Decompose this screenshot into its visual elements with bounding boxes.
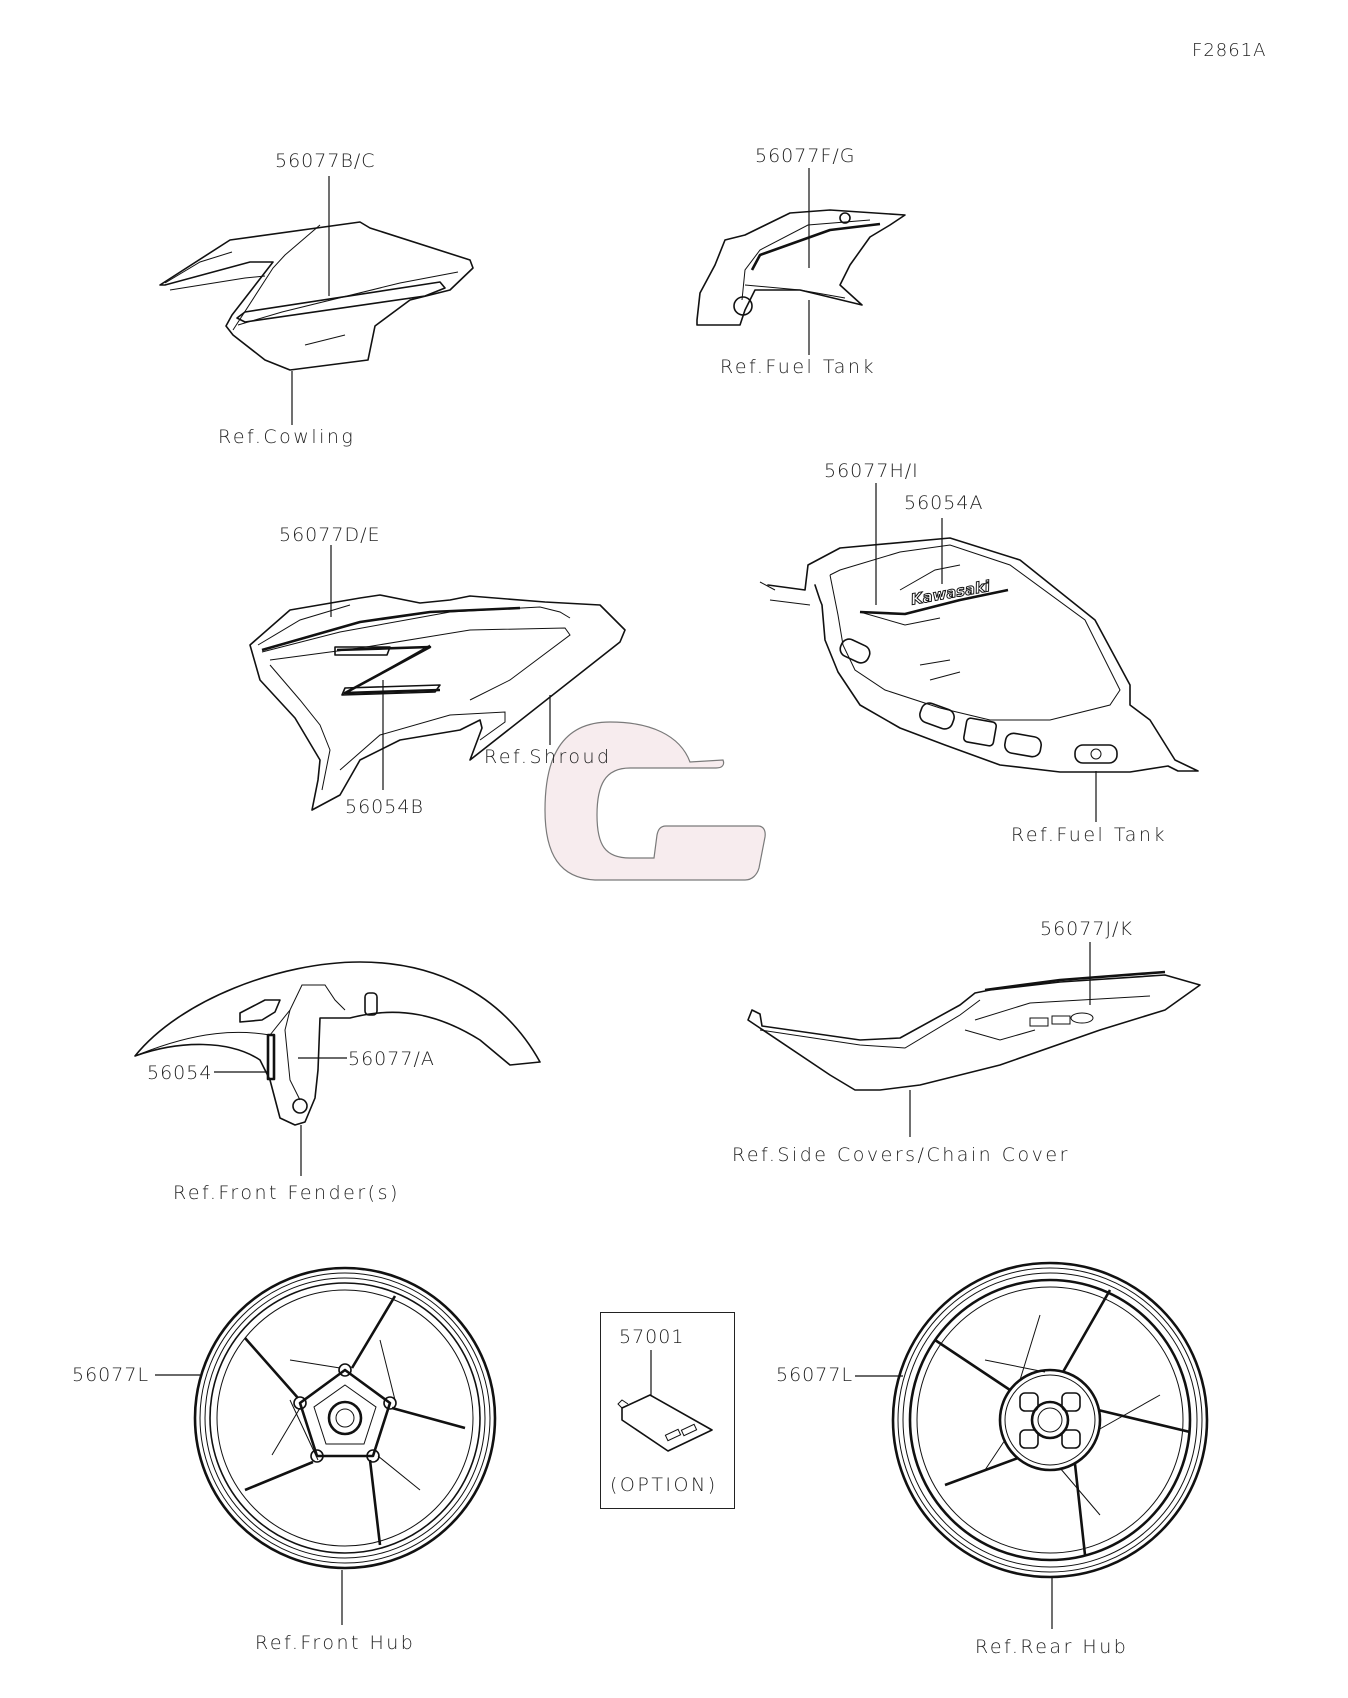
option-box <box>600 1312 735 1509</box>
watermark-g-logo <box>544 721 766 881</box>
fuel-tank-cover-drawing <box>696 209 906 326</box>
option-label: (OPTION) <box>610 1474 718 1496</box>
part-label-56054b[interactable]: 56054B <box>345 796 424 818</box>
ref-label-front-hub[interactable]: Ref.Front Hub <box>255 1632 416 1654</box>
option-card-drawing <box>617 1394 713 1452</box>
part-label-57001[interactable]: 57001 <box>619 1326 685 1348</box>
ref-label-cowling[interactable]: Ref.Cowling <box>218 426 356 448</box>
figure-id: F2861A <box>1192 40 1267 61</box>
ref-label-fuel-tank-upper[interactable]: Ref.Fuel Tank <box>720 356 876 378</box>
part-label-56077h-i[interactable]: 56077H/I <box>824 460 919 482</box>
rear-wheel-drawing <box>891 1261 1209 1579</box>
ref-label-front-fender[interactable]: Ref.Front Fender(s) <box>173 1182 400 1204</box>
ref-label-rear-hub[interactable]: Ref.Rear Hub <box>975 1636 1129 1658</box>
fuel-tank-drawing: Kawasaki <box>759 537 1199 773</box>
part-label-56054[interactable]: 56054 <box>147 1062 213 1084</box>
part-label-56077-a[interactable]: 56077/A <box>348 1048 435 1070</box>
part-label-56077j-k[interactable]: 56077J/K <box>1040 918 1133 940</box>
ref-label-fuel-tank-lower[interactable]: Ref.Fuel Tank <box>1011 824 1167 846</box>
leader-lines <box>155 168 1097 1629</box>
part-label-56054a[interactable]: 56054A <box>904 492 984 514</box>
part-label-56077d-e[interactable]: 56077D/E <box>279 524 381 546</box>
shroud-drawing <box>249 594 626 811</box>
cowling-drawing <box>159 221 474 371</box>
ref-label-side-covers[interactable]: Ref.Side Covers/Chain Cover <box>732 1144 1070 1166</box>
part-label-56077b-c[interactable]: 56077B/C <box>275 150 376 172</box>
part-label-56077l-rear[interactable]: 56077L <box>776 1364 854 1386</box>
kawasaki-logo: Kawasaki <box>909 577 992 609</box>
part-label-56077l-front[interactable]: 56077L <box>72 1364 150 1386</box>
front-fender-drawing <box>134 961 541 1126</box>
ref-label-shroud[interactable]: Ref.Shroud <box>484 746 612 768</box>
part-label-56077f-g[interactable]: 56077F/G <box>755 145 856 167</box>
front-wheel-drawing <box>193 1266 497 1570</box>
side-covers-drawing <box>747 970 1201 1091</box>
